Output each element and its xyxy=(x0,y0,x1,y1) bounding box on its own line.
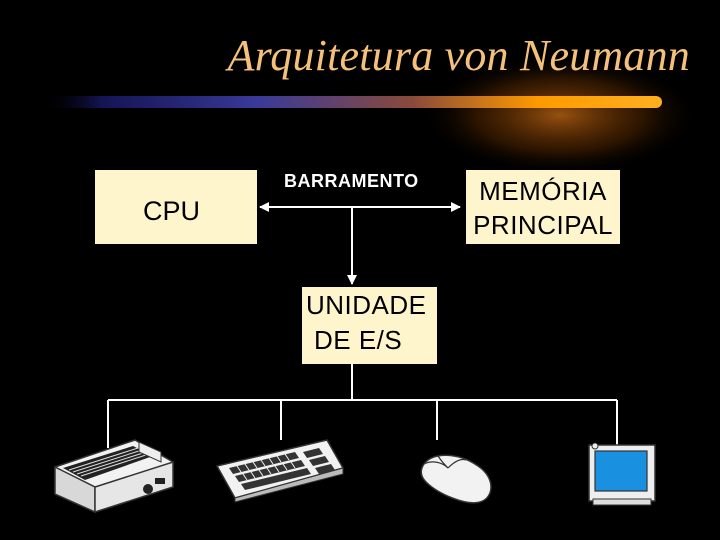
monitor-icon xyxy=(588,442,656,506)
io-label-line1: UNIDADE xyxy=(306,290,427,320)
bus-label: BARRAMENTO xyxy=(284,171,419,191)
cpu-box: CPU xyxy=(95,170,257,244)
printer-icon xyxy=(54,439,174,514)
memory-label-line2: PRINCIPAL xyxy=(473,210,613,240)
mouse-icon xyxy=(420,454,492,504)
slide-title: Arquitetura von Neumann xyxy=(227,31,690,80)
cpu-label: CPU xyxy=(143,196,201,226)
memory-box: MEMÓRIA PRINCIPAL xyxy=(466,170,620,244)
io-label-line2: DE E/S xyxy=(314,325,403,355)
io-unit-box: UNIDADE DE E/S xyxy=(302,287,437,364)
memory-label-line1: MEMÓRIA xyxy=(479,176,607,206)
keyboard-icon xyxy=(215,439,345,503)
